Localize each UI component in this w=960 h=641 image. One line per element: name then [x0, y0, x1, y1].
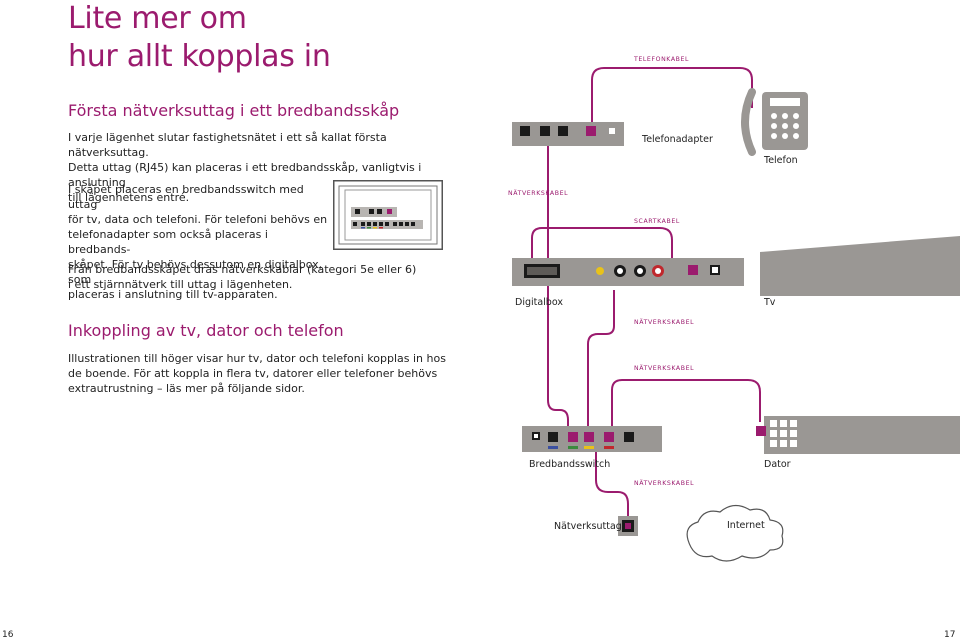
telephone [741, 88, 808, 156]
section1-paragraph-2: I skåpet placeras en bredbandsswitch med… [68, 183, 328, 301]
section1-paragraph-3: Från bredbandsskåpet dras nätverkskablar… [68, 263, 417, 291]
network-cable-switch-computer [611, 379, 761, 432]
broadband-switch [522, 426, 662, 452]
network-cable-switch-socket [595, 446, 629, 516]
broadband-cabinet-illustration [333, 180, 443, 250]
cable-label-natverkskabel-mid1: NÄTVERKSKABEL [634, 319, 695, 326]
label-natverksuttag: Nätverksuttag [554, 521, 622, 532]
label-internet: Internet [727, 520, 765, 531]
title-line-1: Lite mer om [68, 1, 247, 36]
internet-cloud-icon [686, 504, 784, 562]
cable-label-natverkskabel-bottom: NÄTVERKSKABEL [634, 480, 695, 487]
network-cable-switch-digitalbox [587, 290, 615, 432]
cables [531, 67, 761, 516]
title-line-2: hur allt kopplas in [68, 39, 331, 74]
telephone-adapter [512, 122, 624, 146]
label-dator: Dator [764, 459, 791, 470]
section2-paragraph: Illustrationen till höger visar hur tv, … [68, 352, 446, 395]
cable-label-natverkskabel-mid2: NÄTVERKSKABEL [634, 365, 695, 372]
section1-heading: Första nätverksuttag i ett bredbandsskåp [68, 101, 400, 120]
page-number-left: 16 [2, 630, 14, 640]
cable-label-scartkabel: SCARTKABEL [634, 218, 680, 225]
network-cable-adapter-switch [547, 140, 569, 432]
scart-cable [531, 227, 673, 262]
cable-label-natverkskabel-top: NÄTVERKSKABEL [508, 190, 569, 197]
telephone-cable [591, 67, 753, 128]
cable-label-telefonkabel: TELEFONKABEL [634, 56, 690, 63]
page-number-right: 17 [944, 630, 956, 640]
label-telefon: Telefon [764, 155, 798, 166]
label-tv: Tv [764, 297, 776, 308]
tv [760, 236, 960, 296]
computer [756, 416, 960, 454]
label-bredbandsswitch: Bredbandsswitch [529, 459, 611, 470]
network-socket [618, 516, 638, 536]
label-digitalbox: Digitalbox [515, 297, 563, 308]
label-telefonadapter: Telefonadapter [642, 134, 713, 145]
section2-heading: Inkoppling av tv, dator och telefon [68, 321, 344, 340]
digital-box [512, 258, 744, 286]
page-title: Lite mer om hur allt kopplas in [68, 0, 331, 76]
section1-paragraph-1: I varje lägenhet slutar fastighetsnätet … [68, 131, 422, 204]
